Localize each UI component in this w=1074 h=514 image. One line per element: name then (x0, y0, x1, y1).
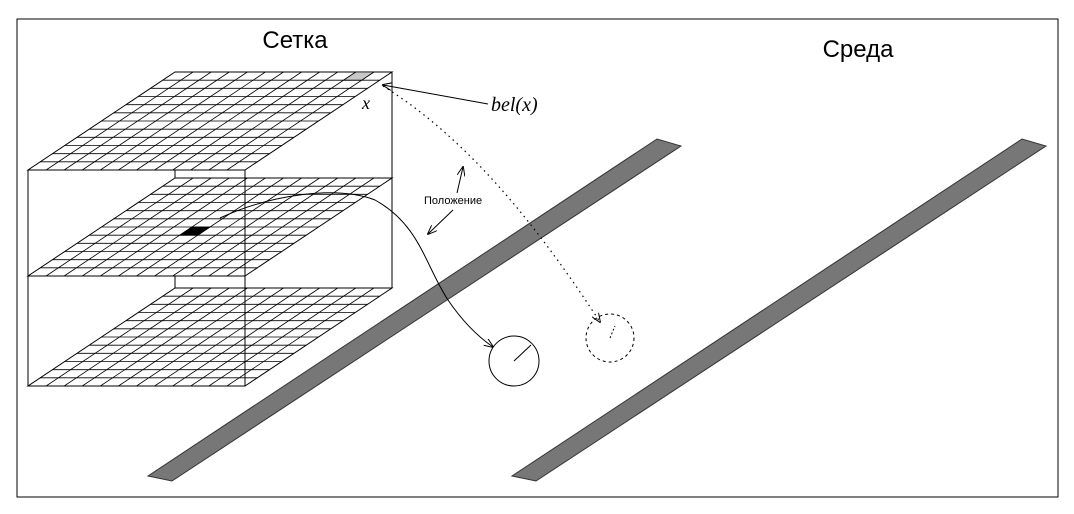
grid-line (226, 287, 375, 387)
pose-arrow-down (428, 209, 454, 234)
cell-label: x (361, 93, 370, 113)
solid-trajectory (219, 192, 493, 347)
grid-line (226, 71, 375, 171)
robot-heading (513, 344, 532, 362)
believed-robot-icon (585, 313, 635, 363)
wall-left (146, 138, 683, 482)
environment-title: Среда (823, 36, 895, 63)
believed-robot-heading (609, 325, 616, 339)
wall-right (510, 138, 1048, 482)
grid-stack (26, 71, 394, 387)
highlighted-cell (342, 71, 376, 81)
belief-label: bel(x) (491, 94, 538, 116)
belief-pointer (383, 85, 489, 105)
pose-arrow-up (456, 167, 463, 194)
figure-border (16, 18, 1059, 498)
grid-title: Сетка (262, 27, 328, 54)
pose-label: Положение (424, 195, 482, 207)
active-cell (178, 226, 212, 236)
